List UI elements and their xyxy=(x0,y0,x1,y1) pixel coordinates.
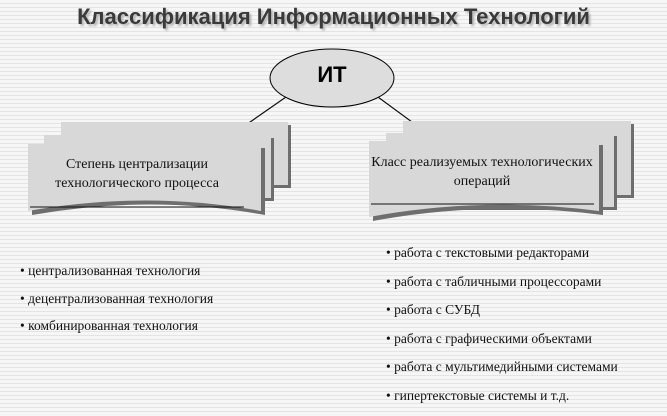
left-branch-items: централизованная технология децентрализо… xyxy=(20,263,213,346)
list-item: централизованная технология xyxy=(20,263,213,291)
list-item: гипертекстовые системы и т.д. xyxy=(386,388,618,416)
list-item: работа с СУБД xyxy=(386,302,618,331)
left-branch-label: Степень централизации технологического п… xyxy=(28,155,246,193)
right-branch-label: Класс реализуемых технологических операц… xyxy=(370,153,594,191)
list-item: работа с текстовыми редакторами xyxy=(386,245,618,274)
list-item: комбинированная технология xyxy=(20,318,213,346)
list-item: работа с графическими объектами xyxy=(386,331,618,360)
list-item: децентрализованная технология xyxy=(20,291,213,319)
list-item: работа с табличными процессорами xyxy=(386,274,618,303)
list-item: работа с мультимедийными системами xyxy=(386,359,618,388)
root-label: ИТ xyxy=(270,62,394,88)
right-branch-items: работа с текстовыми редакторами работа с… xyxy=(386,245,618,416)
